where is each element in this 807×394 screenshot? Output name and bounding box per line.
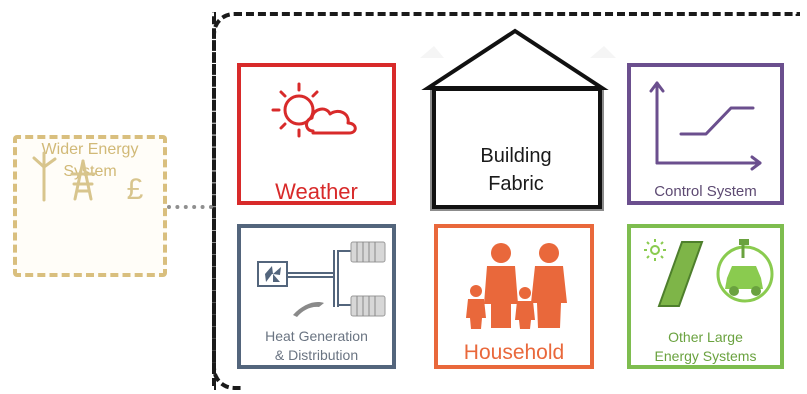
control-curve-icon: [649, 81, 762, 171]
pound-icon: £: [127, 173, 144, 206]
building-fabric-house: [420, 28, 616, 211]
boundary-connector: [167, 205, 213, 209]
household-card: Household: [434, 224, 594, 369]
control-system-card: Control System: [627, 63, 784, 205]
weather-label: Weather: [275, 179, 358, 204]
heat-generation-card: Heat Generation& Distribution: [237, 224, 396, 369]
solar-panel-icon: [657, 241, 704, 307]
sun-cloud-icon: [271, 82, 357, 138]
system-boundary-corner: [212, 12, 242, 390]
weather-card: Weather: [237, 63, 396, 205]
solar-and-ev-icon: [644, 239, 774, 307]
heat-distribution-icon: [257, 241, 386, 317]
wider-energy-icons: £: [32, 151, 144, 206]
ev-charging-icon: [716, 239, 774, 303]
family-icon: [466, 243, 567, 329]
heat-generation-label: Heat Generation& Distribution: [241, 327, 392, 365]
sun-icon: [644, 239, 666, 261]
control-system-label: Control System: [654, 183, 757, 200]
heat-generation-text: Heat Generation& Distribution: [265, 328, 368, 363]
household-label: Household: [463, 341, 565, 364]
